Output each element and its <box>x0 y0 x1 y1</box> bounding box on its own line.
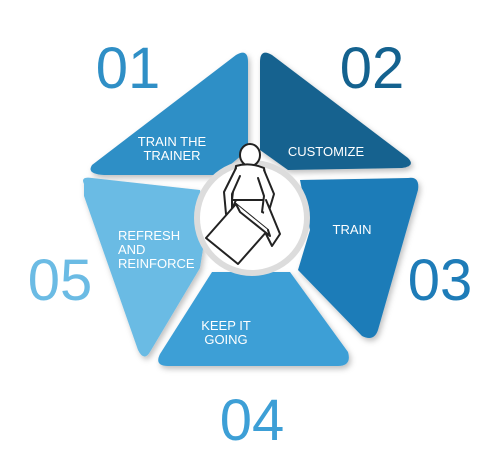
step-05-number: 05 <box>28 248 93 313</box>
step-04-label-line: GOING <box>204 332 247 347</box>
person-lifting-box-icon <box>205 143 281 265</box>
step-01-label-line: TRAINER <box>143 148 200 163</box>
step-04-number: 04 <box>220 388 285 453</box>
segment-01 <box>90 52 248 175</box>
segment-02 <box>260 52 411 170</box>
step-05-label-line: REINFORCE <box>118 256 195 271</box>
step-04-label-line: KEEP IT <box>201 318 251 333</box>
step-05-label-line: AND <box>118 242 145 257</box>
segment-03 <box>298 177 419 338</box>
segment-04 <box>158 272 349 366</box>
step-03-label-line: TRAIN <box>333 222 372 237</box>
step-01-number: 01 <box>96 36 161 101</box>
step-02-label: CUSTOMIZE <box>288 144 365 159</box>
step-03-number: 03 <box>408 248 473 313</box>
step-02-number: 02 <box>340 36 405 101</box>
step-01-label-line: TRAIN THE <box>138 134 207 149</box>
segment-05 <box>83 177 206 357</box>
step-03-label: TRAIN <box>333 222 372 237</box>
step-05-label-line: REFRESH <box>118 228 180 243</box>
step-02-label-line: CUSTOMIZE <box>288 144 365 159</box>
